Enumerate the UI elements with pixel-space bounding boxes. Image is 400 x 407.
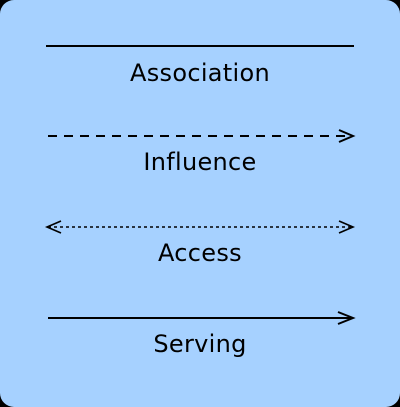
access-arrowhead-end bbox=[338, 220, 356, 234]
access-label: Access bbox=[158, 239, 242, 267]
serving-connector bbox=[48, 311, 356, 325]
association-label: Association bbox=[130, 59, 270, 87]
serving-label: Serving bbox=[153, 330, 247, 358]
access-arrowhead-start bbox=[44, 220, 62, 234]
influence-arrowhead bbox=[338, 129, 356, 143]
serving-arrowhead bbox=[337, 311, 356, 325]
influence-connector bbox=[48, 129, 356, 143]
influence-label: Influence bbox=[143, 148, 257, 176]
access-connector bbox=[44, 220, 356, 234]
